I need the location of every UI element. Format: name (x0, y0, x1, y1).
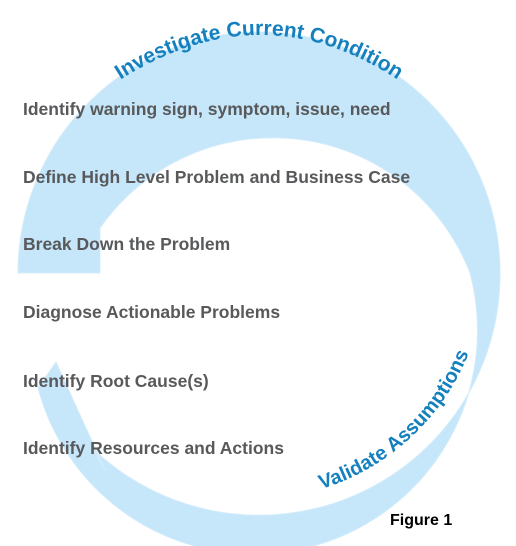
bottom-arc-label-text: Validate Assumptions (316, 346, 474, 493)
cycle-arrow-band (17, 31, 501, 546)
step-root-cause: Identify Root Cause(s) (23, 371, 209, 391)
step-break-down: Break Down the Problem (23, 234, 231, 254)
figure-caption: Figure 1 (390, 512, 453, 529)
step-diagnose: Diagnose Actionable Problems (23, 302, 281, 322)
step-define-problem: Define High Level Problem and Business C… (23, 167, 411, 187)
bottom-arc-label: Validate Assumptions (316, 346, 474, 493)
step-resources-actions: Identify Resources and Actions (23, 438, 284, 458)
step-identify-warning-sign: Identify warning sign, symptom, issue, n… (23, 99, 391, 119)
